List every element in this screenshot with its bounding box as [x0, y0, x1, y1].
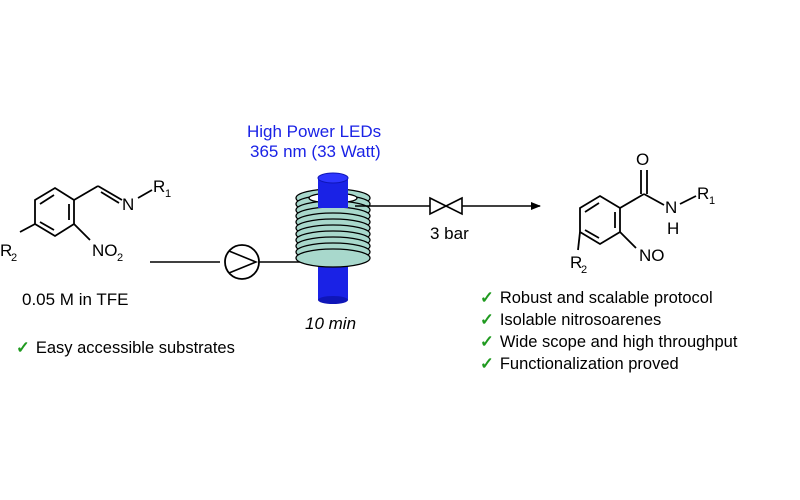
benefit-text: Wide scope and high throughput	[499, 333, 738, 351]
benefit-text: Robust and scalable protocol	[499, 289, 713, 307]
benefit-item: ✓ Wide scope and high throughput	[480, 332, 737, 352]
reactor-coil-icon	[295, 172, 371, 304]
product-r2-label: R	[570, 253, 582, 272]
nitro-label: NO	[92, 241, 118, 260]
amide-h-label: H	[667, 219, 679, 238]
amide-r-bond	[679, 195, 697, 205]
imine-bond-2	[100, 191, 120, 204]
check-icon: ✓	[16, 339, 30, 357]
benefit-item: ✓ Robust and scalable protocol	[480, 288, 713, 308]
imine-r-label: R	[153, 177, 165, 196]
reactant-r2-label: R	[0, 241, 12, 260]
product-r2-bond	[577, 231, 581, 251]
left-benefit-text: Easy accessible substrates	[35, 339, 235, 357]
amide-r-label: R	[697, 184, 709, 203]
reactant-r2-sub: 2	[11, 252, 17, 264]
product-r2-sub: 2	[581, 264, 587, 276]
pump-icon	[224, 244, 260, 280]
nitroso-bond	[619, 231, 637, 249]
led-lamp-bottom	[318, 264, 348, 300]
benefit-text: Isolable nitrosoarenes	[499, 311, 662, 329]
carbonyl-o-label: O	[636, 150, 649, 169]
led-wavelength: 365 nm (33 Watt)	[250, 142, 381, 161]
led-title: High Power LEDs	[247, 122, 382, 141]
left-benefit-item: ✓ Easy accessible substrates	[16, 338, 235, 358]
amide-n-label: N	[665, 198, 677, 217]
imine-n-label: N	[122, 195, 134, 214]
r2-bond	[19, 223, 36, 233]
product-carbonyl-bond	[619, 193, 645, 209]
benefit-text: Functionalization proved	[499, 355, 679, 373]
coil-loop	[295, 248, 371, 268]
amide-bond	[643, 193, 665, 206]
reactant-ring-bond	[39, 221, 55, 231]
nitroso-label: NO	[639, 246, 665, 265]
pressure-label: 3 bar	[430, 224, 469, 243]
imine-bond	[97, 185, 123, 201]
residence-time-label: 10 min	[305, 314, 356, 333]
concentration-label: 0.05 M in TFE	[22, 290, 129, 309]
check-icon: ✓	[480, 311, 494, 329]
benefit-item: ✓ Isolable nitrosoarenes	[480, 310, 661, 330]
benefit-item: ✓ Functionalization proved	[480, 354, 679, 374]
reactant-ring-bond	[39, 194, 55, 205]
reactant-structure	[19, 185, 153, 241]
check-icon: ✓	[480, 289, 494, 307]
imine-r-sub: 1	[165, 188, 171, 200]
reactant-ch-bond	[73, 185, 99, 201]
product-structure	[577, 170, 697, 251]
nitro-bond	[73, 223, 91, 241]
valve-icon	[429, 196, 463, 216]
nitro-sub: 2	[117, 252, 123, 264]
amide-r-sub: 1	[709, 195, 715, 207]
arrow-head-icon	[531, 202, 541, 210]
product-ring	[579, 194, 621, 246]
check-icon: ✓	[480, 333, 494, 351]
check-icon: ✓	[480, 355, 494, 373]
n-r-bond	[137, 189, 153, 199]
